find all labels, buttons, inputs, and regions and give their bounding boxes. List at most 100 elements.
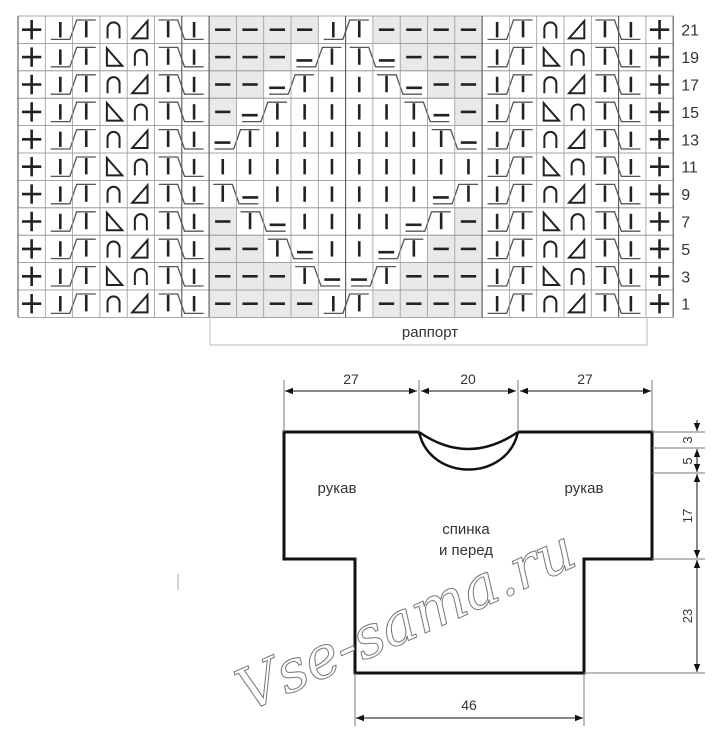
triangle-right-symbol xyxy=(566,127,586,149)
arch-symbol xyxy=(106,185,121,203)
label-body-line2: и перед xyxy=(439,542,493,559)
right-cross-knit-symbol-line xyxy=(487,183,533,205)
knit-through-back-loop-symbol xyxy=(22,20,42,40)
garment-outline xyxy=(282,430,654,675)
right-cross-knit-symbol-line xyxy=(487,238,533,260)
right-cross-purl-symbol-line xyxy=(432,183,479,205)
knit-through-back-loop-symbol xyxy=(22,211,42,232)
knit-through-back-loop-symbol xyxy=(22,157,42,177)
triangle-right-symbol xyxy=(129,18,149,40)
arch-symbol xyxy=(543,240,558,258)
garment-schematic: 27 20 27 3 5 17 23 46 рукав рукав с xyxy=(177,371,705,726)
row-number: 11 xyxy=(681,160,698,177)
dim-23: 23 xyxy=(680,609,695,623)
arch-symbol xyxy=(543,295,558,313)
arch-symbol xyxy=(106,295,121,313)
left-cross-purl-symbol-line xyxy=(240,211,286,232)
right-cross-knit-symbol-line xyxy=(487,128,533,150)
dim-17: 17 xyxy=(680,509,695,523)
right-cross-knit-symbol-line xyxy=(50,19,96,41)
left-cross-knit-symbol-line xyxy=(595,183,641,205)
knit-through-back-loop-symbol xyxy=(649,102,670,122)
right-cross-knit-symbol-line xyxy=(323,19,369,41)
triangle-left-symbol xyxy=(105,45,125,67)
left-cross-knit-symbol-line xyxy=(158,128,204,150)
left-cross-knit-symbol-line xyxy=(595,101,641,123)
knit-through-back-loop-symbol xyxy=(649,239,670,259)
arch-symbol xyxy=(106,21,121,39)
right-cross-knit-symbol-line xyxy=(50,265,96,287)
arch-symbol xyxy=(570,48,585,66)
right-cross-knit-symbol-line xyxy=(50,74,96,95)
triangle-right-symbol xyxy=(129,237,149,259)
left-cross-knit-symbol-line xyxy=(595,156,641,178)
arch-symbol xyxy=(570,213,585,231)
row-number: 15 xyxy=(681,105,699,122)
left-cross-knit-symbol-line xyxy=(158,46,204,68)
right-cross-knit-symbol-line xyxy=(487,101,533,123)
right-cross-knit-symbol-line xyxy=(50,183,96,205)
left-cross-knit-symbol-line xyxy=(158,238,204,260)
arch-symbol xyxy=(106,76,121,94)
rapport-bracket: раппорт xyxy=(209,317,648,346)
left-cross-knit-symbol-line xyxy=(158,74,204,95)
knit-through-back-loop-symbol xyxy=(22,74,42,95)
row-number: 19 xyxy=(681,50,699,67)
left-cross-knit-symbol-line xyxy=(595,46,641,68)
row-number: 1 xyxy=(681,297,690,314)
left-cross-purl-symbol-line xyxy=(404,101,450,123)
right-cross-knit-symbol-line xyxy=(487,46,533,68)
triangle-left-symbol xyxy=(105,210,125,232)
left-cross-knit-symbol-line xyxy=(158,19,204,41)
right-cross-purl-symbol-line xyxy=(378,238,424,260)
arch-symbol xyxy=(106,240,121,258)
left-cross-knit-symbol-line xyxy=(158,293,204,315)
knit-through-back-loop-symbol xyxy=(649,266,670,286)
left-cross-knit-symbol-line xyxy=(595,293,641,315)
arch-symbol xyxy=(543,130,558,148)
right-cross-knit-symbol-line xyxy=(487,156,533,178)
right-cross-purl-symbol-line xyxy=(269,74,315,95)
knit-through-back-loop-symbol xyxy=(649,129,670,149)
row-number: 21 xyxy=(681,23,699,40)
right-cross-knit-symbol-line xyxy=(487,293,533,315)
triangle-right-symbol xyxy=(566,292,586,314)
dim-46: 46 xyxy=(461,697,477,713)
triangle-left-symbol xyxy=(542,155,562,177)
knitting-chart xyxy=(17,15,674,318)
arch-symbol xyxy=(133,158,148,176)
neckline-back xyxy=(418,430,519,451)
right-cross-knit-symbol-line xyxy=(487,74,533,95)
label-sleeve-left: рукав xyxy=(318,480,357,497)
right-cross-knit-symbol-line xyxy=(50,238,96,260)
knit-through-back-loop-symbol xyxy=(649,20,670,40)
right-cross-purl-symbol-line xyxy=(296,46,342,68)
row-number: 13 xyxy=(681,132,699,149)
triangle-left-symbol xyxy=(105,264,125,286)
label-body-line1: спинка xyxy=(442,521,490,538)
dim-3: 3 xyxy=(680,436,695,443)
triangle-right-symbol xyxy=(129,127,149,149)
left-cross-purl-symbol-line xyxy=(267,238,313,260)
dim-5: 5 xyxy=(680,457,695,464)
dim-left-sleeve: 27 xyxy=(343,371,359,387)
knit-through-back-loop-symbol xyxy=(649,47,670,67)
left-cross-purl-symbol-line xyxy=(431,128,477,150)
label-sleeve-right: рукав xyxy=(565,480,604,497)
watermark: Vse-sama.ru xyxy=(226,515,585,725)
knit-through-back-loop-symbol xyxy=(649,74,670,95)
triangle-right-symbol xyxy=(129,73,149,95)
arch-symbol xyxy=(106,130,121,148)
triangle-right-symbol xyxy=(566,73,586,95)
row-number: 9 xyxy=(681,187,690,204)
knit-through-back-loop-symbol xyxy=(22,184,42,204)
knit-through-back-loop-symbol xyxy=(22,102,42,122)
right-cross-knit-symbol-line xyxy=(487,19,533,41)
triangle-left-symbol xyxy=(105,100,125,122)
triangle-right-symbol xyxy=(566,237,586,259)
left-cross-purl-symbol-line xyxy=(213,183,259,205)
triangle-left-symbol xyxy=(105,155,125,177)
arch-symbol xyxy=(543,185,558,203)
left-cross-knit-symbol-line xyxy=(595,19,641,41)
left-cross-knit-symbol-line xyxy=(158,183,204,205)
